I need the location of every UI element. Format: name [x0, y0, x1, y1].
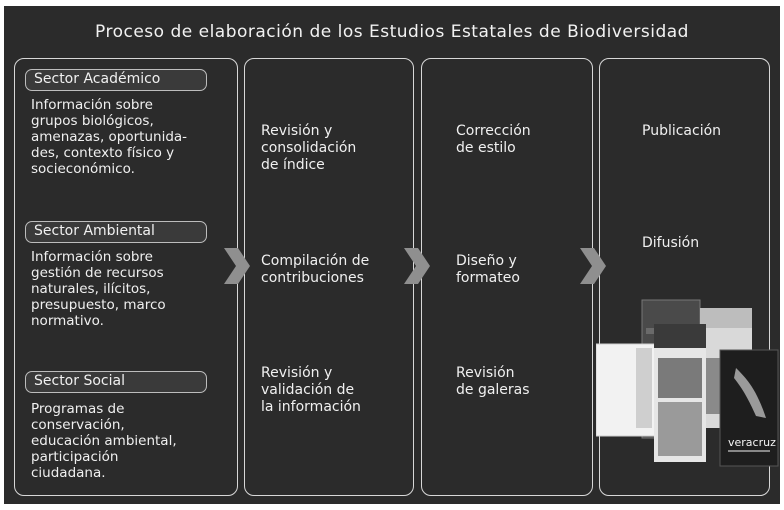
step-diseno-formateo: Diseño y formateo — [456, 253, 520, 286]
diagram-title: Proceso de elaboración de los Estudios E… — [95, 22, 689, 42]
chevron-right-icon — [580, 248, 606, 284]
step-publicacion: Publicación — [642, 123, 722, 139]
sector-social-label: Sector Social — [25, 371, 207, 393]
compilation-column: Revisión y consolidación de índice Compi… — [244, 58, 414, 496]
chevron-right-icon — [404, 248, 430, 284]
sector-ambiental-label: Sector Ambiental — [25, 221, 207, 243]
book-cover-text: veracruz — [728, 436, 776, 449]
step-compilacion: Compilación de contribuciones — [261, 253, 370, 286]
step-revision-galeras: Revisión de galeras — [456, 365, 530, 398]
step-revision-indice: Revisión y consolidación de índice — [261, 123, 357, 173]
sector-social-text: Programas de conservación, educación amb… — [31, 401, 177, 481]
step-revision-validacion: Revisión y validación de la información — [261, 365, 361, 415]
sector-academico-label: Sector Académico — [25, 69, 207, 91]
publication-column: Publicación Difusión — [599, 58, 770, 496]
step-correccion-estilo: Corrección de estilo — [456, 123, 531, 156]
sectors-column: Sector Académico Información sobre grupo… — [14, 58, 238, 496]
editing-column: Corrección de estilo Diseño y formateo R… — [421, 58, 593, 496]
step-difusion: Difusión — [642, 235, 700, 251]
sector-academico-text: Información sobre grupos biológicos, ame… — [31, 97, 188, 177]
sector-ambiental-text: Información sobre gestión de recursos na… — [31, 249, 166, 329]
publications-image: veracruz — [596, 299, 779, 467]
chevron-right-icon — [224, 248, 250, 284]
